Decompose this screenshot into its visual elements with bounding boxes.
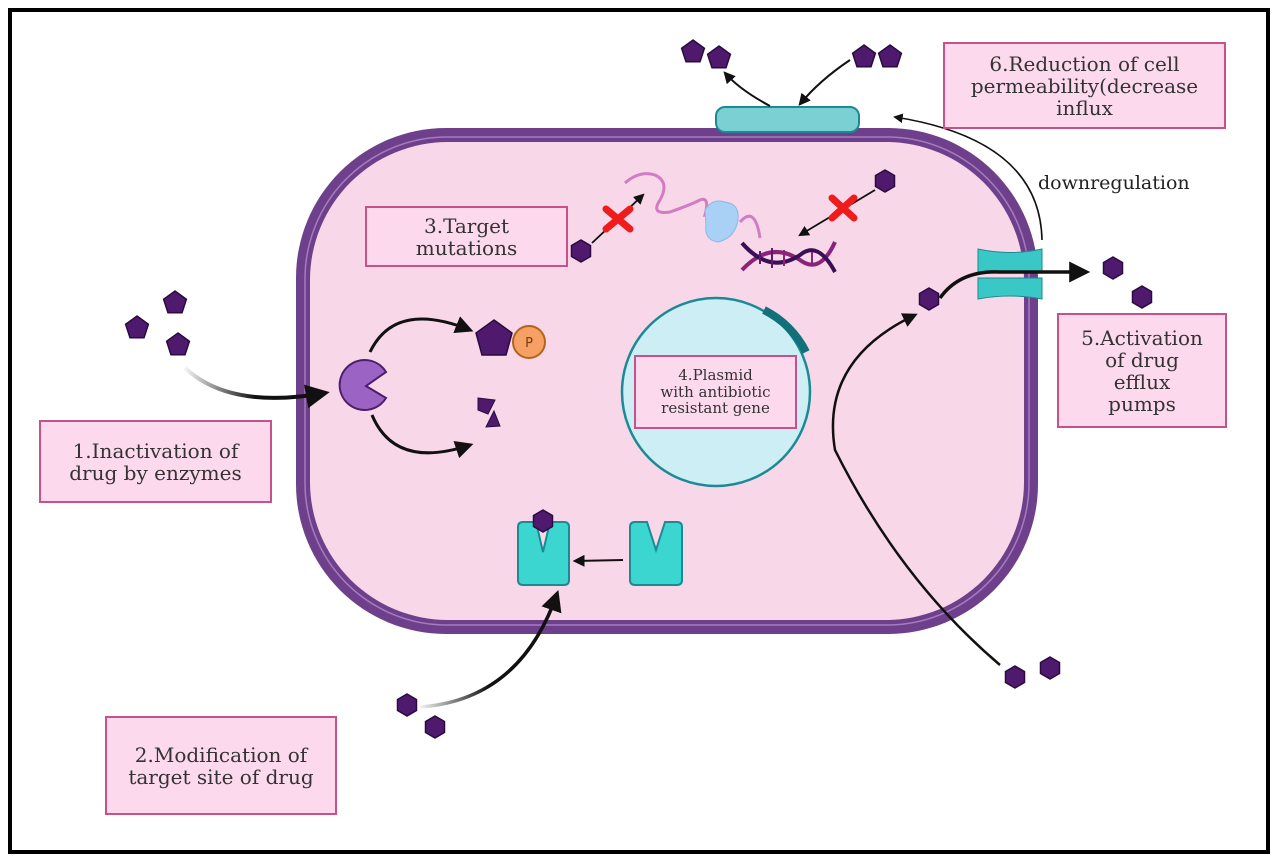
enzyme-pacman-icon [338,359,388,411]
label-downregulation: downregulation [1038,172,1190,194]
phosphate-symbol: P [525,336,533,351]
drug-molecule [1131,285,1153,309]
efflux-pump [977,248,1043,300]
modified-target-protein [517,521,570,586]
drug-molecule [918,287,940,311]
drug-molecule [877,44,903,68]
cleaved-drug-fragment [477,397,496,415]
cell-membrane-inner-line [304,136,1030,626]
target-protein [629,521,683,586]
drug-molecule [874,169,896,193]
drug-molecule [124,315,150,339]
arrow-enzyme-cleavage [370,414,474,459]
drug-molecule [1039,656,1061,680]
bound-drug-molecule [532,509,554,533]
label-target-mutations: 3.Target mutations [365,206,568,267]
cleaved-drug-fragment [485,409,501,428]
arrow-enzyme-entry [183,366,330,409]
label-reduced-permeability: 6.Reduction of cell permeability(decreas… [943,42,1226,129]
label-plasmid-resistance-gene: 4.Plasmid with antibiotic resistant gene [634,355,797,429]
drug-molecule [396,693,418,717]
arrow-porin-out [723,71,771,107]
arrow-target-entry [419,590,562,709]
drug-molecule [851,44,877,68]
blocked-x-icon [828,194,858,222]
drug-molecule [165,332,191,356]
arrow-target-modification [572,554,624,567]
drug-molecule [570,239,592,263]
drug-molecule [162,290,188,314]
label-inactivation-by-enzymes: 1.Inactivation of drug by enzymes [39,420,272,503]
porin-channel [715,106,860,133]
drug-molecule [680,39,706,63]
phosphate-group-icon [512,325,546,359]
ribosome-icon [704,200,739,243]
arrow-porin-in [798,59,851,106]
resistance-gene-segment [762,306,810,354]
drug-molecule [706,45,732,69]
drug-molecule [1004,665,1026,689]
phosphorylated-drug [475,319,513,356]
figure-frame [8,8,1270,854]
drug-molecule [424,715,446,739]
label-efflux-pumps: 5.Activation of drug efflux pumps [1057,313,1227,428]
arrow-enzyme-phosphorylation [368,316,474,353]
arrow-efflux-entry [831,313,1001,666]
mrna-tail [738,214,762,239]
dna-helix-icon [740,241,837,273]
arrow-downregulation [893,113,1043,241]
label-modification-of-target-site: 2.Modification of target site of drug [105,716,337,815]
arrow-efflux-out [938,261,1091,300]
blocked-x-icon [602,205,634,233]
drug-molecule [1102,256,1124,280]
